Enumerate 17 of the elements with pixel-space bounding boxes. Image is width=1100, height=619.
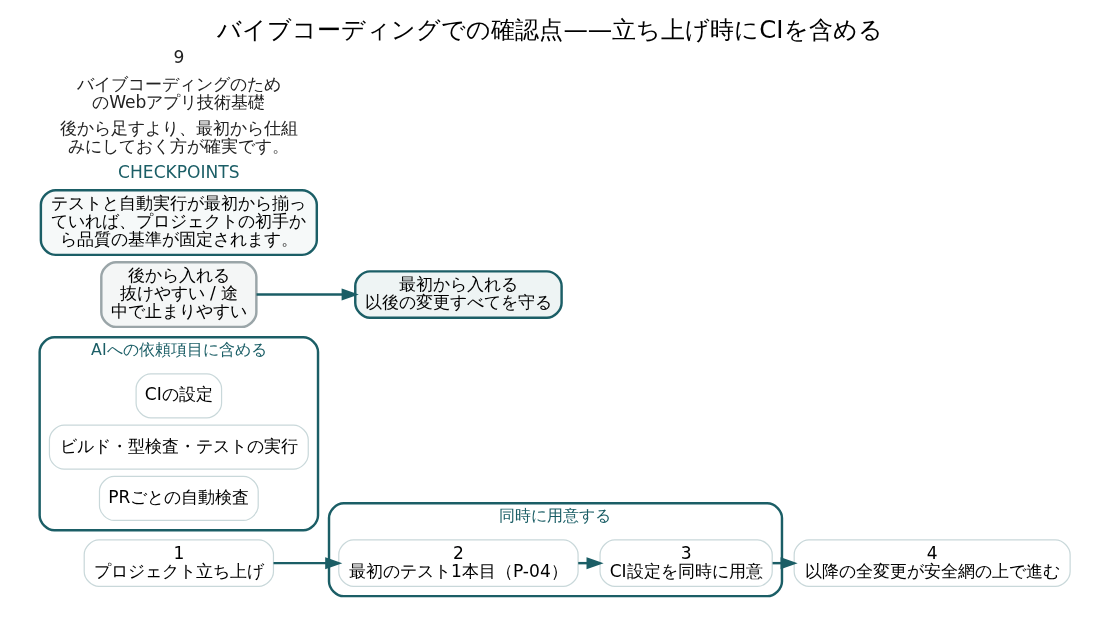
label: CHECKPOINTS <box>118 162 240 183</box>
node-box: ビルド・型検査・テストの実行 <box>48 424 309 470</box>
node-box: テストと自動実行が最初から揃っていれば、プロジェクトの初手から品質の基準が固定されます。 <box>39 188 319 257</box>
node-box: 3 CI設定を同時に用意 <box>599 539 773 587</box>
node-box: PRごとの自動検査 <box>98 475 259 522</box>
diagram-title: バイブコーディングでの確認点——立ち上げ時にCIを含める <box>217 14 883 44</box>
node-box: CIの設定 <box>135 373 223 419</box>
node-box: 1 プロジェクト立ち上げ <box>83 539 275 587</box>
node-box: 4 以降の全変更が安全網の上で進む <box>793 539 1071 587</box>
label: 9 <box>173 47 185 68</box>
arrow <box>273 557 343 570</box>
label: バイブコーディングのためのWebアプリ技術基礎 <box>76 73 281 112</box>
node-box: 最初から入れる 以後の変更すべてを守る <box>354 270 563 319</box>
label: 後から足すより、最初から仕組みにしておく方が確実です。 <box>59 117 298 156</box>
arrow <box>256 288 359 301</box>
node-box: 後から入れる 抜けやすい / 途中で止まりやすい <box>100 260 258 329</box>
node-box: 2 最初のテスト1本目（P-04） <box>338 539 579 587</box>
